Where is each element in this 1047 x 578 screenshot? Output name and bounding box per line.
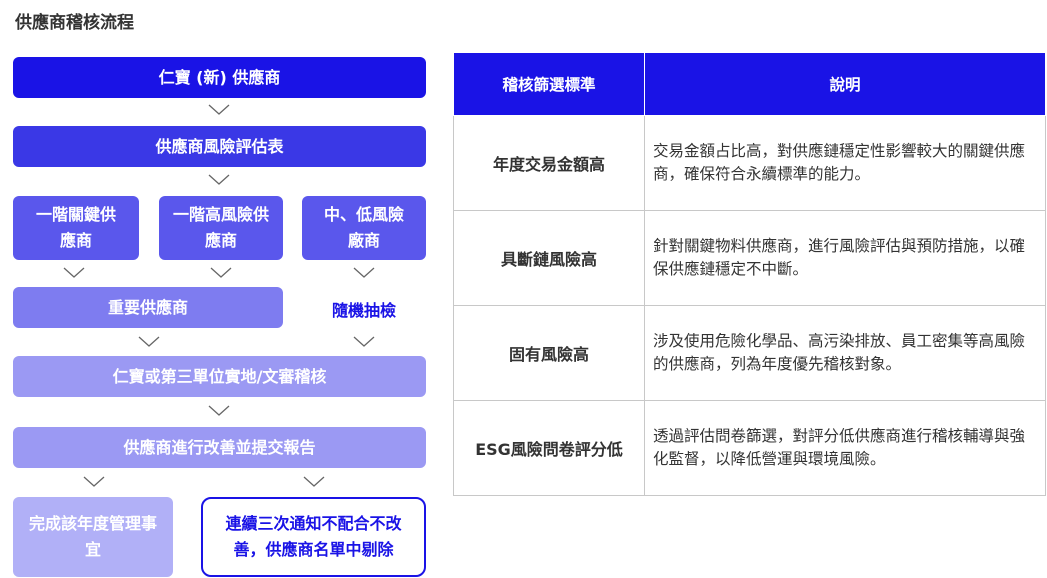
chevron-down-icon <box>210 267 232 279</box>
chevron-down-icon <box>208 174 230 186</box>
flow-step-removal-label: 連續三次通知不配合不改善，供應商名單中剔除 <box>225 514 402 559</box>
chevron-down-icon <box>138 336 160 348</box>
flow-step-complete-annual: 完成該年度管理事宜 <box>13 497 173 577</box>
chevron-down-icon <box>208 405 230 417</box>
flow-step-removal: 連續三次通知不配合不改善，供應商名單中剔除 <box>201 497 426 577</box>
chevron-down-icon <box>208 104 230 116</box>
audit-criteria-table: 稽核篩選標準 說明 年度交易金額高 交易金額占比高，對供應鏈穩定性影響較大的關鍵… <box>453 52 1046 496</box>
description-cell: 交易金額占比高，對供應鏈穩定性影響較大的關鍵供應商，確保符合永續標準的能力。 <box>644 115 1046 211</box>
flow-step-improvement-report-label: 供應商進行改善並提交報告 <box>123 437 316 457</box>
criterion-cell: 年度交易金額高 <box>453 115 645 211</box>
chevron-down-icon <box>63 267 85 279</box>
chevron-down-icon <box>353 267 375 279</box>
chevron-down-icon <box>83 476 105 488</box>
flow-step-tier1-high-risk: 一階高風險供應商 <box>159 196 283 260</box>
criterion-cell: 具斷鏈風險高 <box>453 210 645 306</box>
criterion-cell: ESG風險問卷評分低 <box>453 400 645 496</box>
flow-step-onsite-audit: 仁寶或第三單位實地/文審稽核 <box>13 356 426 397</box>
flow-step-risk-assessment: 供應商風險評估表 <box>13 126 426 167</box>
description-cell: 透過評估問卷篩選，對評分低供應商進行稽核輔導與強化監督，以降低營運與環境風險。 <box>644 400 1046 496</box>
flow-step-random-check: 隨機抽檢 <box>331 301 396 320</box>
flow-step-tier1-high-risk-label: 一階高風險供應商 <box>173 205 270 250</box>
table-row: ESG風險問卷評分低 透過評估問卷篩選，對評分低供應商進行稽核輔導與強化監督，以… <box>453 400 1046 496</box>
chevron-down-icon <box>353 336 375 348</box>
flow-step-improvement-report: 供應商進行改善並提交報告 <box>13 427 426 468</box>
table-row: 具斷鏈風險高 針對關鍵物料供應商，進行風險評估與預防措施，以確保供應鏈穩定不中斷… <box>453 210 1046 306</box>
flow-step-important-supplier: 重要供應商 <box>13 287 283 328</box>
table-row: 固有風險高 涉及使用危險化學品、高污染排放、員工密集等高風險的供應商，列為年度優… <box>453 305 1046 401</box>
flow-step-tier1-key: 一階關鍵供應商 <box>13 196 139 260</box>
flow-step-new-supplier: 仁寶 (新) 供應商 <box>13 57 426 98</box>
description-cell: 涉及使用危險化學品、高污染排放、員工密集等高風險的供應商，列為年度優先稽核對象。 <box>644 305 1046 401</box>
flow-step-onsite-audit-label: 仁寶或第三單位實地/文審稽核 <box>112 366 327 386</box>
page-title: 供應商稽核流程 <box>15 13 134 33</box>
column-header-criterion: 稽核篩選標準 <box>453 52 645 116</box>
flow-step-risk-assessment-label: 供應商風險評估表 <box>155 136 284 156</box>
flow-step-mid-low-risk-label: 中、低風險廠商 <box>323 205 404 250</box>
flow-step-important-supplier-label: 重要供應商 <box>107 297 188 317</box>
flow-step-new-supplier-label: 仁寶 (新) 供應商 <box>158 67 281 87</box>
criterion-cell: 固有風險高 <box>453 305 645 401</box>
flow-step-tier1-key-label: 一階關鍵供應商 <box>35 205 116 250</box>
flow-step-complete-annual-label: 完成該年度管理事宜 <box>29 514 158 559</box>
table-row: 年度交易金額高 交易金額占比高，對供應鏈穩定性影響較大的關鍵供應商，確保符合永續… <box>453 115 1046 211</box>
flow-step-mid-low-risk: 中、低風險廠商 <box>302 196 426 260</box>
column-header-description: 說明 <box>644 52 1046 116</box>
table-header-row: 稽核篩選標準 說明 <box>453 52 1046 116</box>
chevron-down-icon <box>303 476 325 488</box>
description-cell: 針對關鍵物料供應商，進行風險評估與預防措施，以確保供應鏈穩定不中斷。 <box>644 210 1046 306</box>
